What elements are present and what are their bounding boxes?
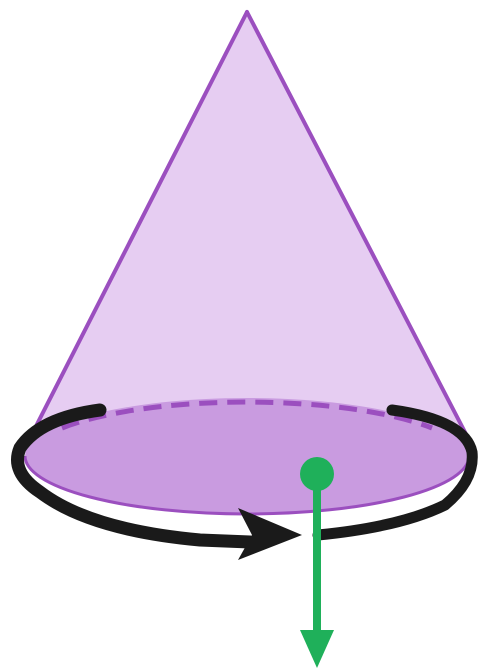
down-arrow-icon: [300, 630, 334, 668]
rotation-arrowhead-icon: [238, 508, 302, 560]
vector-arrow-origin-dot: [300, 457, 334, 491]
cone-body: [30, 12, 468, 438]
